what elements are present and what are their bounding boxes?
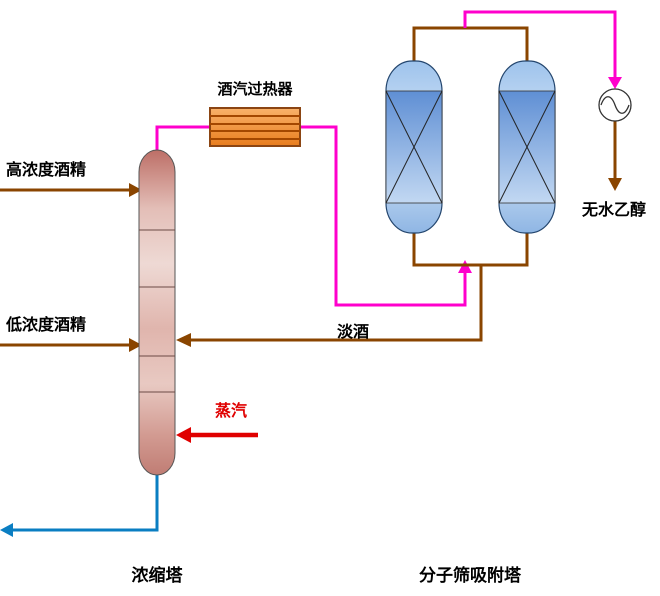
sine-wave-icon	[600, 96, 630, 114]
adsorption-tower-b	[498, 60, 556, 234]
overhead-vapour-line	[155, 125, 467, 307]
bottoms-arrow-icon	[0, 523, 13, 537]
label-low-concentration-feed: 低浓度酒精	[6, 317, 87, 334]
bottoms-line	[12, 470, 159, 532]
concentration-tower	[138, 149, 176, 476]
label-molecular-sieve-towers: 分子筛吸附塔	[419, 566, 521, 585]
label-superheater: 酒汽过热器	[217, 82, 293, 98]
label-steam: 蒸汽	[215, 403, 248, 420]
product-vapour-line	[463, 10, 617, 77]
steam-arrow-icon	[176, 427, 191, 443]
label-concentration-tower: 浓缩塔	[131, 566, 183, 585]
condenser	[598, 88, 632, 122]
label-high-concentration-feed: 高浓度酒精	[6, 162, 87, 179]
label-weak-alcohol: 淡酒	[337, 324, 370, 341]
adsorber-bottom-manifold	[412, 232, 529, 267]
adsorption-tower-a	[385, 60, 443, 234]
condenser-inlet-arrow-icon	[608, 77, 622, 89]
high-feed-arrow-icon	[129, 183, 142, 197]
weak-alcohol-arrow-icon	[176, 333, 191, 347]
superheater	[209, 107, 301, 147]
weak-alcohol-line	[190, 265, 483, 342]
low-feed-arrow-icon	[129, 338, 142, 352]
product-out-arrow-icon	[608, 178, 622, 191]
label-anhydrous-ethanol: 无水乙醇	[582, 202, 647, 219]
adsorber-top-manifold	[412, 26, 529, 64]
